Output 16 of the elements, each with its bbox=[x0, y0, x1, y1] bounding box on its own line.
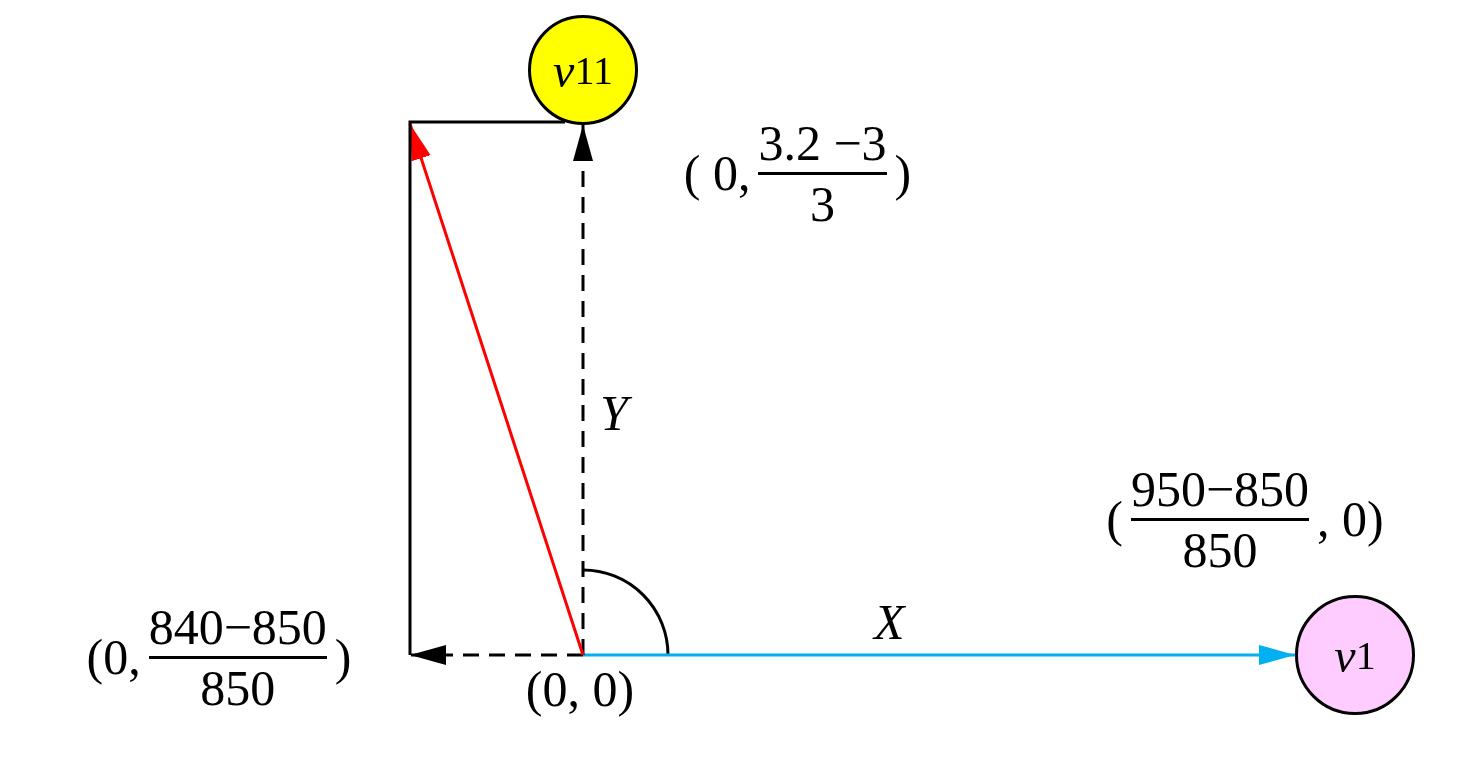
bracket-text: ( 0, bbox=[683, 144, 751, 202]
coordinate-label: (0, 0) bbox=[500, 660, 660, 722]
bracket-text: (0, bbox=[86, 628, 141, 686]
bracket-text: ) bbox=[894, 144, 912, 202]
fraction-numerator: 3.2 −3 bbox=[758, 113, 887, 172]
bracket-text: , 0) bbox=[1317, 490, 1384, 548]
fraction-denominator: 3 bbox=[810, 174, 835, 233]
fraction-numerator: 950−850 bbox=[1130, 459, 1310, 518]
bracket-text: ) bbox=[334, 628, 352, 686]
arrow bbox=[583, 645, 1295, 665]
fraction-denominator: 850 bbox=[1182, 520, 1258, 579]
fraction-numerator: 840−850 bbox=[148, 597, 327, 656]
bracket-text: ( bbox=[1106, 490, 1123, 548]
arrow bbox=[573, 125, 593, 655]
arrow bbox=[410, 645, 583, 665]
fraction-denominator: 850 bbox=[200, 658, 276, 717]
